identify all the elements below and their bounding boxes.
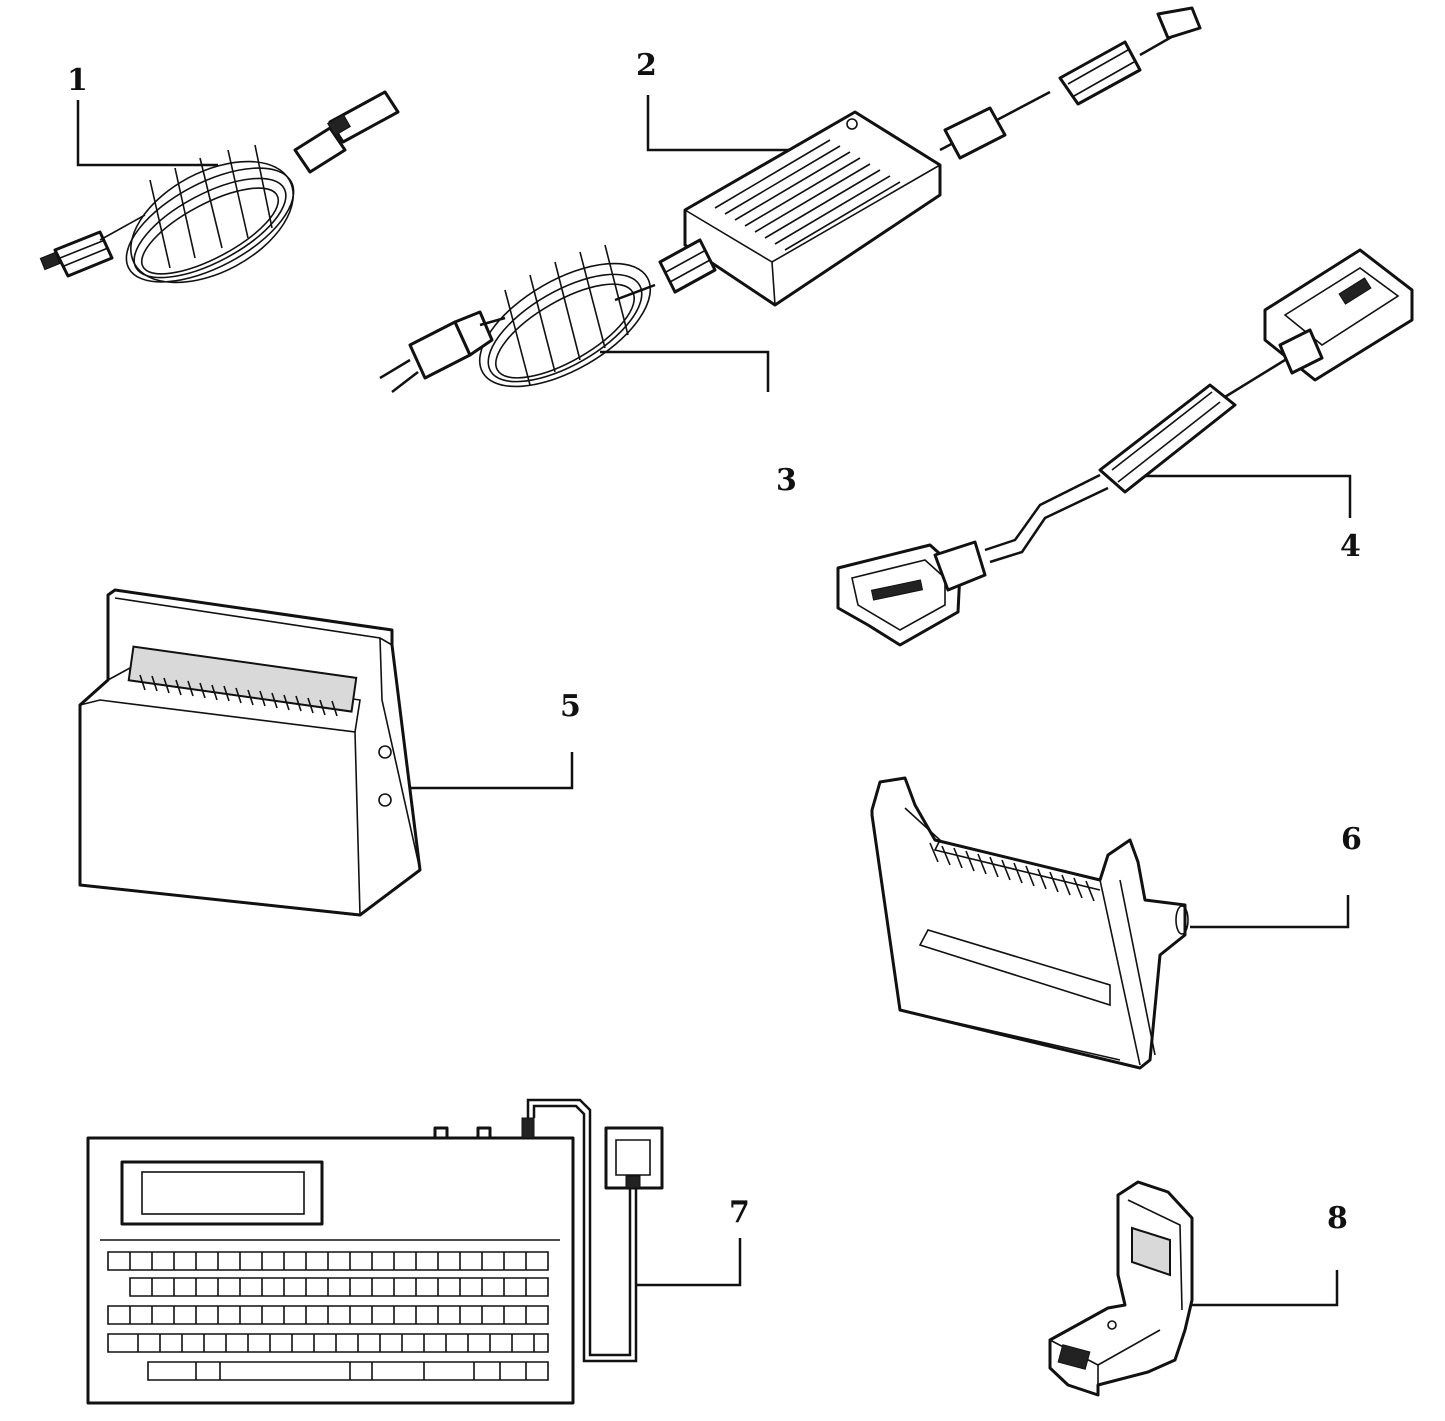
usb-cable-part <box>39 90 400 284</box>
callout-4: 4 <box>1340 529 1361 564</box>
leader-line-5 <box>410 752 574 790</box>
cutter-unit-part <box>78 588 422 917</box>
leader-line-4 <box>1145 474 1352 518</box>
callout-1: 1 <box>67 63 88 98</box>
leader-line-1 <box>76 100 218 167</box>
callout-6: 6 <box>1341 822 1362 857</box>
callout-2: 2 <box>636 48 657 83</box>
callout-7: 7 <box>729 1195 750 1230</box>
power-adapter-part <box>658 6 1202 307</box>
leader-line-3 <box>600 350 770 392</box>
power-cord-part <box>379 244 656 393</box>
callout-3: 3 <box>776 463 797 498</box>
callout-5: 5 <box>560 689 581 724</box>
paper-guide-part <box>870 776 1189 1070</box>
serial-cable-part <box>836 248 1414 647</box>
keyboard-part <box>86 1098 664 1405</box>
connector-bracket-part <box>1048 1180 1194 1397</box>
callout-8: 8 <box>1327 1201 1348 1236</box>
leader-line-6 <box>1190 895 1350 929</box>
leader-line-8 <box>1192 1270 1339 1307</box>
leader-line-2 <box>646 95 790 152</box>
leader-lines <box>76 95 1352 1307</box>
leader-line-7 <box>636 1238 742 1287</box>
